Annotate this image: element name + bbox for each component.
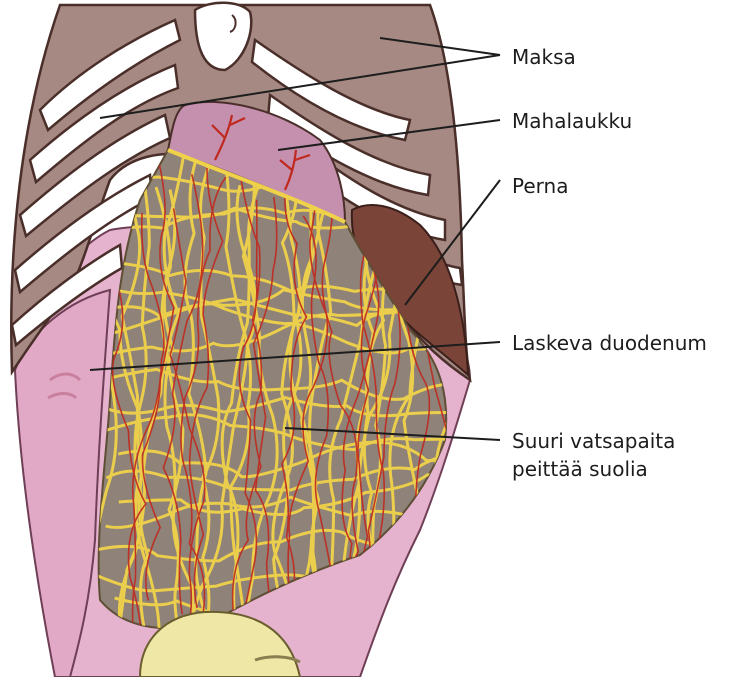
label-duodenum: Laskeva duodenum [512,331,707,355]
label-omentum-line1: Suuri vatsapaita [512,429,675,453]
label-stomach: Mahalaukku [512,109,632,133]
label-liver: Maksa [512,45,576,69]
label-omentum-line2: peittää suolia [512,457,648,481]
label-spleen: Perna [512,174,568,198]
